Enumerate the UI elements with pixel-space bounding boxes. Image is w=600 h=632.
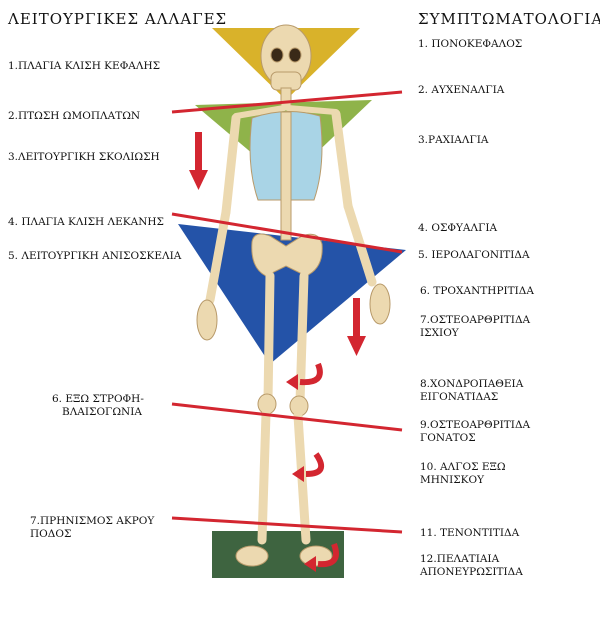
pelvis-triangle bbox=[178, 224, 406, 364]
change-label: 3.ΛΕΙΤΟΥΡΓΙΚΗ ΣΚΟΛΙΩΣΗ bbox=[8, 151, 160, 163]
tilt-line-knees bbox=[171, 402, 403, 432]
changes-heading: ΛΕΙΤΟΥΡΓΙΚΕΣ ΑΛΛΑΓΕΣ bbox=[8, 10, 228, 28]
femur-left bbox=[263, 271, 275, 405]
down-arrow-right bbox=[347, 298, 366, 356]
change-label: 2.ΠΤΩΣΗ ΩΜΟΠΛΑΤΩΝ bbox=[8, 110, 141, 122]
symptom-label: 5. ΙΕΡΟΛΑΓΟΝΙΤΙΔΑ bbox=[418, 249, 530, 261]
rotation-arrow-foot bbox=[304, 542, 339, 572]
change-label: 5. ΛΕΙΤΟΥΡΓΙΚΗ ΑΝΙΣΟΣΚΕΛΙΑ bbox=[8, 250, 182, 262]
clavicle-left bbox=[233, 105, 287, 119]
tilt-line-shoulders bbox=[171, 90, 403, 114]
symptom-label: 11. ΤΕΝΟΝΤΙΤΙΔΑ bbox=[420, 527, 520, 539]
foot-left bbox=[235, 545, 269, 567]
rotation-arrow-shin bbox=[292, 452, 325, 482]
forearm-left bbox=[205, 207, 231, 305]
change-label: 4. ΠΛΑΓΙΑ ΚΛΙΣΗ ΛΕΚΑΝΗΣ bbox=[8, 216, 164, 228]
down-arrow-left bbox=[189, 132, 208, 190]
symptom-label: 10. ΑΛΓΟΣ ΕΞΩ ΜΗΝΙΣΚΟΥ bbox=[420, 461, 506, 486]
change-label: 6. ΕΞΩ ΣΤΡΟΦΗ- ΒΛΑΙΣΟΓΩΝΙΑ bbox=[52, 393, 144, 418]
symptom-label: 8.ΧΟΝΔΡΟΠΑΘΕΙΑ ΕΙΓΟΝΑΤΙΔΑΣ bbox=[420, 378, 524, 403]
cervical-spine bbox=[280, 87, 292, 109]
symptom-label: 12.ΠΕΛΑΤΙΑΙΑ ΑΠΟΝΕΥΡΩΣΙΤΙΔΑ bbox=[420, 553, 523, 578]
eye-socket-right bbox=[288, 47, 302, 63]
hand-right bbox=[369, 283, 391, 325]
tibia-left bbox=[257, 409, 271, 545]
humerus-right bbox=[331, 109, 353, 211]
hand-left bbox=[196, 299, 218, 341]
rotation-arrow-hip bbox=[286, 362, 323, 390]
symptom-label: 1. ΠΟΝΟΚΕΦΑΛΟΣ bbox=[418, 38, 523, 50]
symptom-label: 6. ΤΡΟΧΑΝΤΗΡΙΤΙΔΑ bbox=[420, 285, 534, 297]
spine bbox=[280, 111, 292, 241]
symptom-label: 7.ΟΣΤΕΟΑΡΘΡΙΤΙΔΑ ΙΣΧΙΟΥ bbox=[420, 314, 531, 339]
clavicle-right bbox=[285, 105, 339, 115]
eye-socket-left bbox=[270, 47, 284, 63]
humerus-left bbox=[221, 113, 241, 217]
pelvis bbox=[251, 233, 323, 277]
symptom-label: 9.ΟΣΤΕΟΑΡΘΡΙΤΙΔΑ ΓΟΝΑΤΟΣ bbox=[420, 419, 531, 444]
symptom-label: 3.ΡΑΧΙΑΛΓΙΑ bbox=[418, 134, 489, 146]
skeleton bbox=[196, 24, 391, 567]
change-label: 7.ΠΡΗΝΙΣΜΟΣ ΑΚΡΟΥ ΠΟΔΟΣ bbox=[30, 515, 155, 540]
symptom-label: 2. ΑΥΧΕΝΑΛΓΙΑ bbox=[418, 84, 505, 96]
tilt-line-ankles bbox=[171, 516, 403, 534]
symptoms-heading: ΣΥΜΠΤΩΜΑΤΟΛΟΓΙΑ bbox=[418, 10, 600, 28]
change-label: 1.ΠΛΑΓΙΑ ΚΛΙΣΗ ΚΕΦΑΛΗΣ bbox=[8, 60, 161, 72]
jaw bbox=[270, 71, 302, 91]
tilt-line-pelvis bbox=[171, 212, 403, 254]
symptom-label: 4. ΟΣΦΥΑΛΓΙΑ bbox=[418, 222, 498, 234]
